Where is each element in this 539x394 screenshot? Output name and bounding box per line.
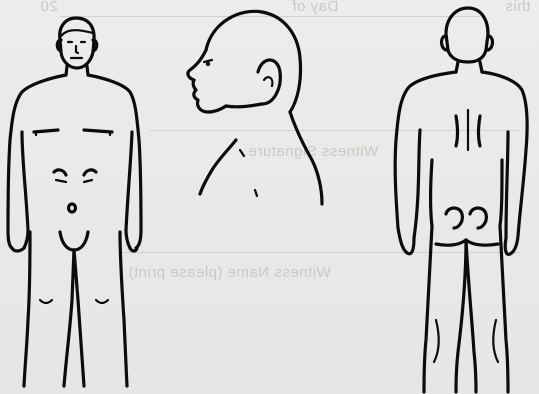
body-front-view [8, 18, 141, 386]
head-profile-view [188, 11, 322, 204]
body-back-view [395, 8, 527, 392]
